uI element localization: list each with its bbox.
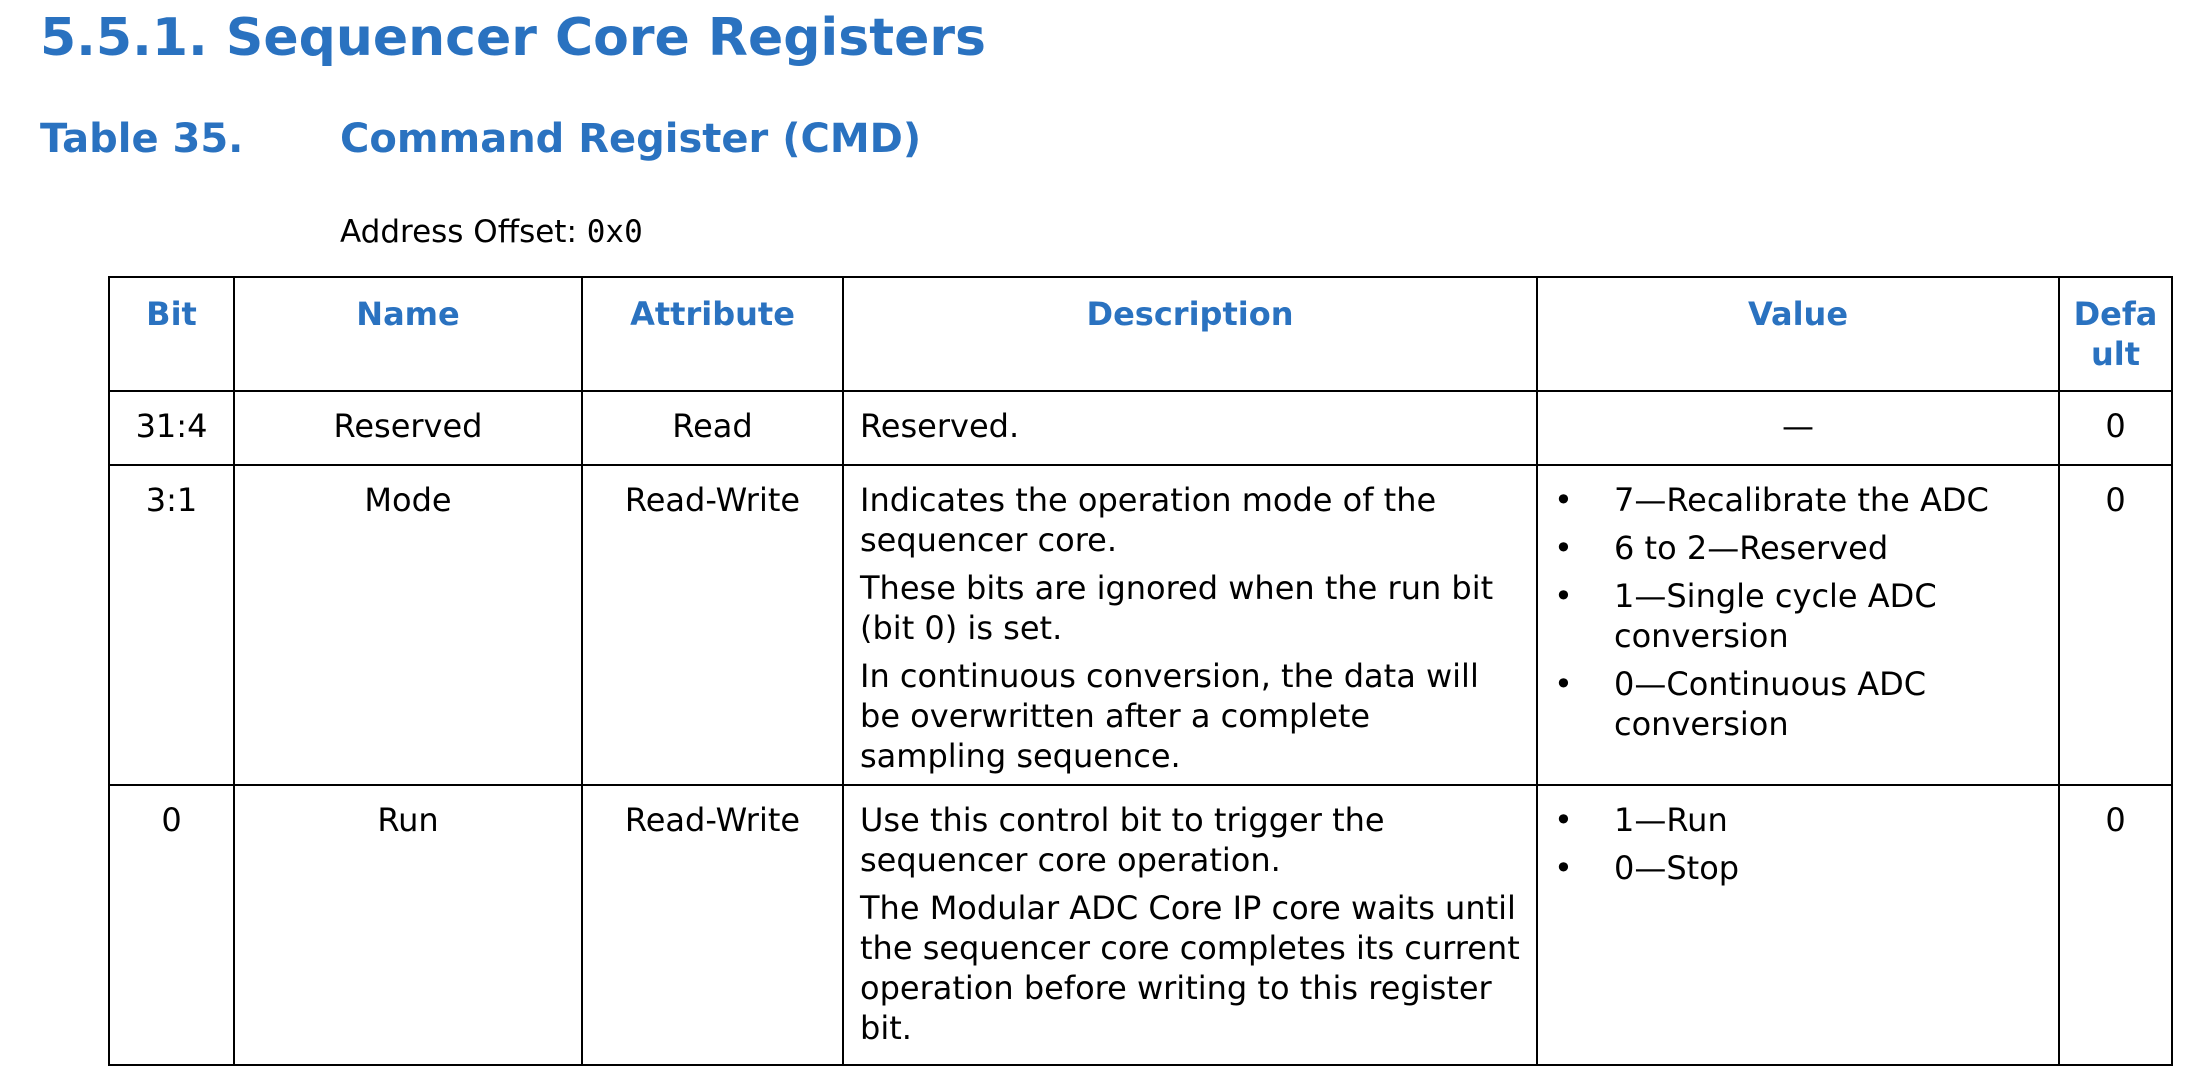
cell-value: •7—Recalibrate the ADC •6 to 2—Reserved … <box>1536 464 2060 786</box>
header-default: Default <box>2058 276 2173 392</box>
bullet-icon: • <box>1554 849 1573 887</box>
bullet-icon: • <box>1554 801 1573 839</box>
table-row: 0 Run Read-Write Use this control bit to… <box>108 784 2173 1066</box>
cell-bit: 0 <box>108 784 235 1066</box>
register-table: Bit Name Attribute Description Value Def… <box>108 276 2173 1066</box>
value-text: 1—Single cycle ADC conversion <box>1614 577 1937 655</box>
header-name: Name <box>233 276 583 392</box>
address-offset-value: 0x0 <box>586 214 643 250</box>
value-item: • 0—Continuous ADC conversion <box>1554 664 2042 744</box>
address-offset: Address Offset: 0x0 <box>340 214 643 250</box>
value-list: •7—Recalibrate the ADC •6 to 2—Reserved … <box>1554 480 2042 744</box>
cell-name: Reserved <box>233 390 583 466</box>
cell-description: Use this control bit to trigger the sequ… <box>842 784 1538 1066</box>
table-number: Table 35. <box>40 116 244 162</box>
cell-name: Run <box>233 784 583 1066</box>
cell-attribute: Read-Write <box>581 464 844 786</box>
header-attribute: Attribute <box>581 276 844 392</box>
description-paragraph: The Modular ADC Core IP core waits until… <box>860 889 1520 1047</box>
cell-name: Mode <box>233 464 583 786</box>
description-paragraph: Indicates the operation mode of the sequ… <box>860 481 1437 559</box>
description-paragraph: Reserved. <box>860 407 1020 445</box>
bullet-icon: • <box>1554 481 1573 519</box>
value-item: • 6 to 2—Reserved <box>1554 528 2042 568</box>
header-description: Description <box>842 276 1538 392</box>
value-item: • 7—Recalibrate the ADC <box>1554 480 2042 520</box>
cell-description: Reserved. <box>842 390 1538 466</box>
bullet-icon: • <box>1554 665 1573 703</box>
description-paragraph: These bits are ignored when the run bit … <box>860 569 1494 647</box>
value-item: • 0—Stop <box>1554 848 2042 888</box>
description-paragraph: In continuous conversion, the data will … <box>860 657 1479 775</box>
cell-default: 0 <box>2058 784 2173 1066</box>
table-caption: Table 35. Command Register (CMD) <box>40 116 921 162</box>
table-header-row: Bit Name Attribute Description Value Def… <box>108 276 2173 392</box>
bullet-icon: • <box>1554 529 1573 567</box>
value-text: 0—Continuous ADC conversion <box>1614 665 1927 743</box>
bullet-icon: • <box>1554 577 1573 615</box>
header-value: Value <box>1536 276 2060 392</box>
cell-attribute: Read <box>581 390 844 466</box>
cell-bit: 31:4 <box>108 390 235 466</box>
value-item: • 1—Run <box>1554 800 2042 840</box>
header-bit: Bit <box>108 276 235 392</box>
address-offset-label: Address Offset: <box>340 214 577 250</box>
cell-value: • 1—Run • 0—Stop <box>1536 784 2060 1066</box>
value-text: 6 to 2—Reserved <box>1614 529 1889 567</box>
value-list: • 1—Run • 0—Stop <box>1554 800 2042 888</box>
cell-default: 0 <box>2058 390 2173 466</box>
description-paragraph: Use this control bit to trigger the sequ… <box>860 801 1385 879</box>
value-text: 0—Stop <box>1614 849 1740 887</box>
value-text: 1—Run <box>1614 801 1728 839</box>
cell-default: 0 <box>2058 464 2173 786</box>
cell-bit: 3:1 <box>108 464 235 786</box>
table-row: 31:4 Reserved Read Reserved. — 0 <box>108 390 2173 466</box>
cell-description: Indicates the operation mode of the sequ… <box>842 464 1538 786</box>
table-title: Command Register (CMD) <box>340 116 922 162</box>
section-title: 5.5.1. Sequencer Core Registers <box>40 8 986 68</box>
cell-value: — <box>1536 390 2060 466</box>
table-row: 3:1 Mode Read-Write Indicates the operat… <box>108 464 2173 786</box>
value-item: • 1—Single cycle ADC conversion <box>1554 576 2042 656</box>
cell-attribute: Read-Write <box>581 784 844 1066</box>
value-text: 7—Recalibrate the ADC <box>1614 481 1989 519</box>
